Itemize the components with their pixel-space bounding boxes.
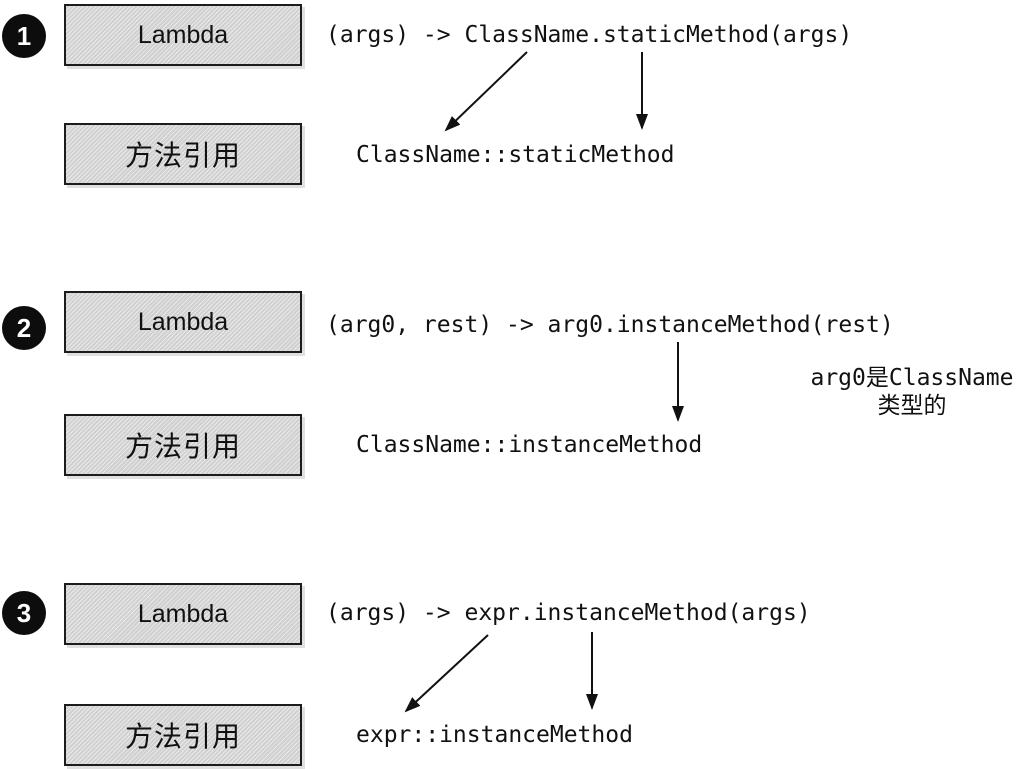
arrow-3-diagonal-icon <box>404 634 489 713</box>
section-3-method-ref-box: 方法引用 <box>64 704 302 766</box>
section-1-method-ref-box: 方法引用 <box>64 123 302 185</box>
section-3-lambda-box: Lambda <box>64 583 302 645</box>
section-2-lambda-box: Lambda <box>64 291 302 353</box>
section-1-lambda-code: (args) -> ClassName.staticMethod(args) <box>326 22 853 48</box>
section-3-method-ref-label: 方法引用 <box>124 720 241 753</box>
section-1-method-ref-label: 方法引用 <box>124 139 241 172</box>
section-1-number-badge: 1 <box>2 14 46 58</box>
section-1-lambda-box: Lambda <box>64 4 302 66</box>
section-1-method-ref-code: ClassName::staticMethod <box>356 142 675 168</box>
section-2-method-ref-code: ClassName::instanceMethod <box>356 432 703 458</box>
arrow-1-diagonal-icon <box>444 51 528 132</box>
section-3-method-ref-code: expr::instanceMethod <box>356 722 633 748</box>
section-1-lambda-label: Lambda <box>137 20 229 49</box>
section-2-number-badge: 2 <box>2 306 46 350</box>
section-2-lambda-label: Lambda <box>137 307 229 336</box>
section-2-lambda-code: (arg0, rest) -> arg0.instanceMethod(rest… <box>326 312 894 338</box>
section-2-note-line2: 类型的 <box>877 393 947 419</box>
section-3-lambda-code: (args) -> expr.instanceMethod(args) <box>326 600 811 626</box>
section-2-method-ref-box: 方法引用 <box>64 414 302 476</box>
section-2-note-line1: arg0是ClassName <box>810 365 1014 391</box>
section-3-number-badge: 3 <box>2 591 46 635</box>
section-2-note: arg0是ClassName 类型的 <box>798 364 1024 420</box>
section-2-method-ref-label: 方法引用 <box>124 430 241 463</box>
section-3-lambda-label: Lambda <box>137 599 229 628</box>
